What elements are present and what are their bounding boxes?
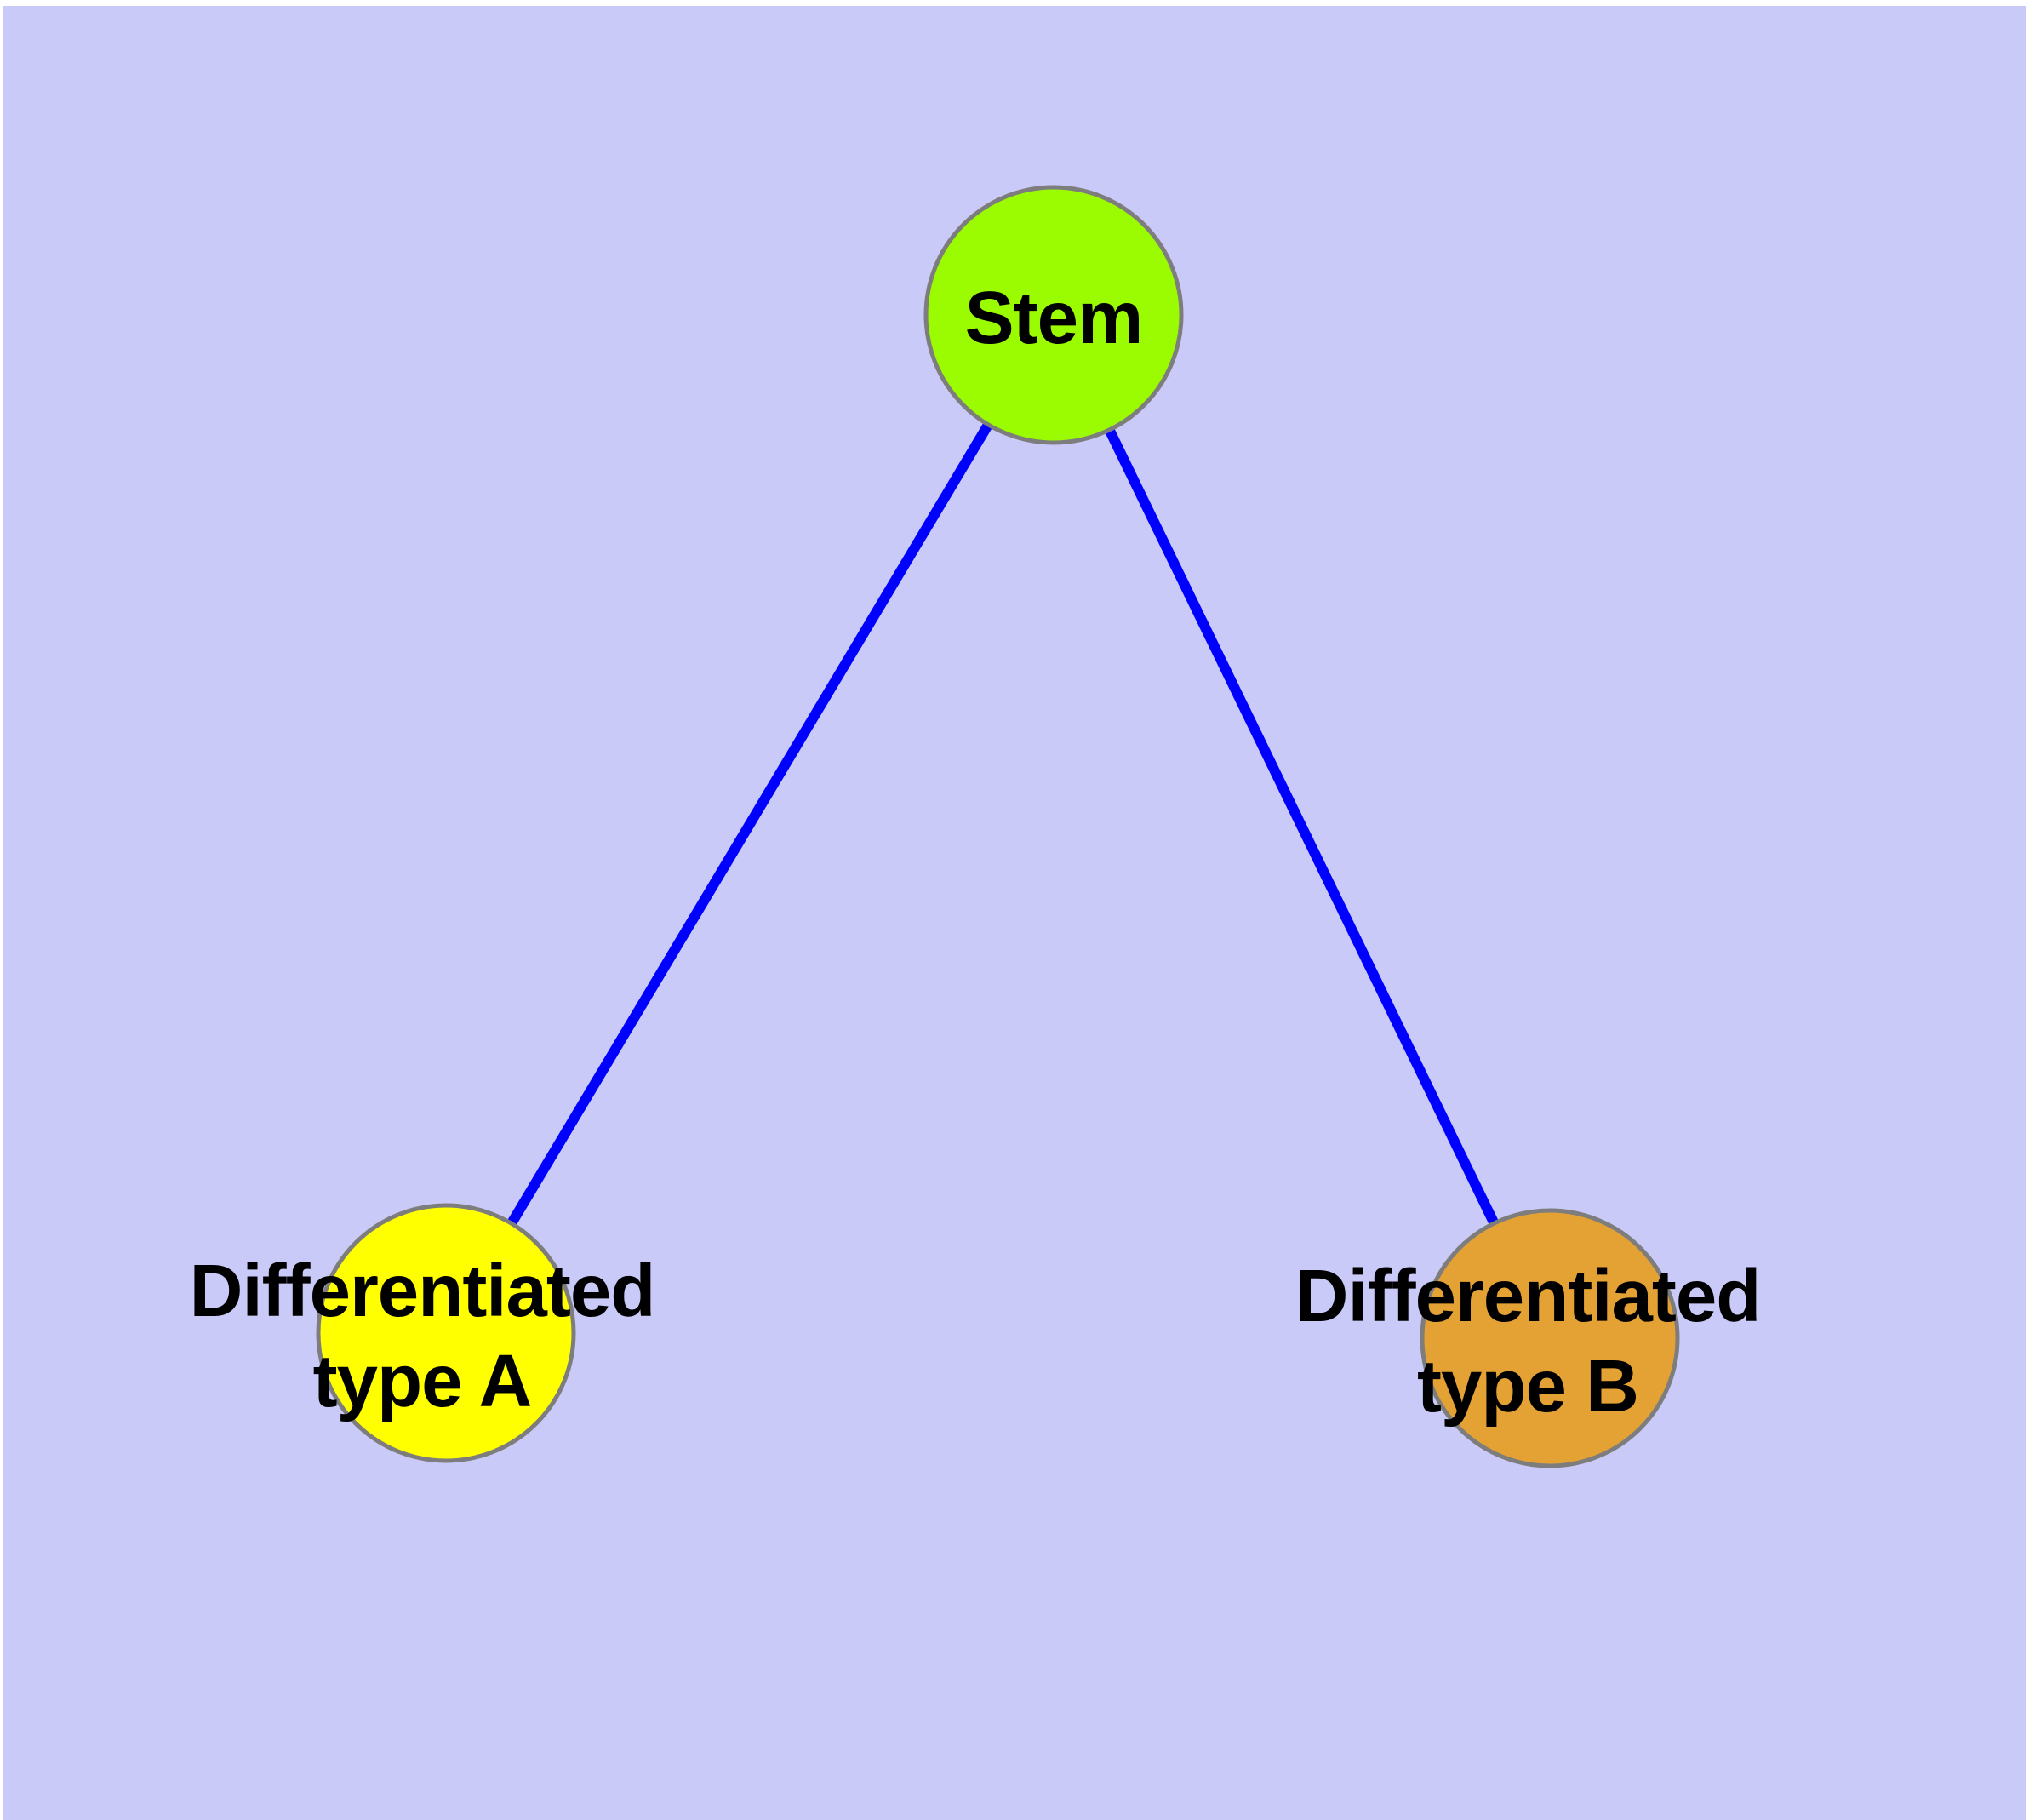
edge-stem-to-type-b bbox=[1049, 312, 1555, 1341]
edge-stem-to-type-a bbox=[441, 312, 1059, 1336]
node-type-a bbox=[316, 1203, 576, 1463]
node-type-b bbox=[1420, 1208, 1680, 1468]
node-stem bbox=[923, 185, 1184, 445]
